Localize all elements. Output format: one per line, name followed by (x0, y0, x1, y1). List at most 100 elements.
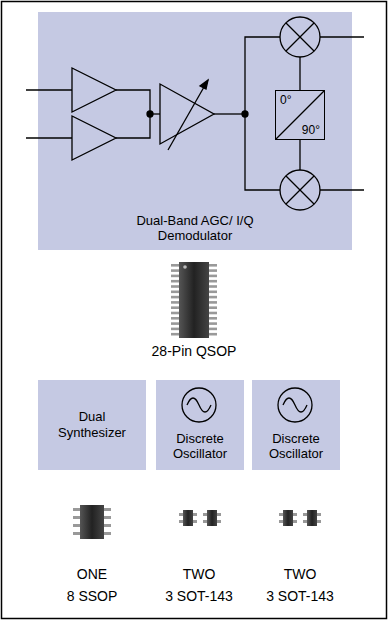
node-text: 0° (280, 93, 320, 107)
mixer-cross (286, 176, 314, 204)
chip-pin (171, 264, 179, 267)
chip-pin (171, 291, 179, 294)
node-text: Dual-Band AGC/ I/Q Demodulator (135, 213, 255, 244)
ssop-chip (73, 505, 111, 539)
chip-body (183, 510, 193, 526)
quantity-label: ONE (77, 566, 107, 583)
chip-pin (104, 516, 111, 519)
chip-pin (203, 513, 207, 516)
oscillator-box: Discrete Oscillator (156, 380, 244, 470)
chip-pin (171, 328, 179, 331)
quantity-label: TWO (284, 566, 317, 583)
quantity-label: TWO (183, 566, 216, 583)
amplifier-symbol (72, 68, 116, 112)
amplifier-symbol (72, 116, 116, 160)
sine-wave (283, 398, 307, 412)
chip-pin (303, 513, 307, 516)
mixer-cross (286, 176, 314, 204)
sot-chip (303, 510, 321, 526)
mixer-cross (286, 23, 314, 51)
chip-pin (171, 301, 179, 304)
chip-pin (171, 306, 179, 309)
chip-pin (171, 333, 179, 336)
chip-pin (217, 513, 221, 516)
package-label: 3 SOT-143 (165, 588, 233, 605)
chip-pin (209, 280, 217, 283)
chip-pin (209, 317, 217, 320)
mixer-symbol (280, 17, 320, 57)
oscillator-box: Discrete Oscillator (252, 380, 340, 470)
chip-pin (209, 306, 217, 309)
chip-pin (171, 269, 179, 272)
chip-pin (193, 513, 197, 516)
node-text: Discrete Oscillator (160, 431, 240, 462)
oscillator-symbol (278, 388, 312, 422)
chip-pin (104, 532, 111, 535)
synthesizer-box: Dual Synthesizer (38, 380, 146, 470)
chip-pin (203, 520, 207, 523)
chip-pin (209, 296, 217, 299)
chip-pin (179, 520, 183, 523)
chip-pin (279, 513, 283, 516)
oscillator-symbol (182, 388, 216, 422)
chip-pin (171, 280, 179, 283)
node-text: 90° (280, 123, 320, 137)
chip-body (307, 510, 317, 526)
chip-pin (209, 264, 217, 267)
wire (150, 113, 160, 114)
chip-pin (73, 524, 80, 527)
sot-chip (203, 510, 221, 526)
chip-body (80, 505, 104, 539)
chip-pin (293, 513, 297, 516)
arrow-head (200, 80, 208, 89)
phase-divider (276, 91, 324, 139)
chip-pin (171, 296, 179, 299)
package-label: 8 SSOP (67, 588, 118, 605)
chip-pin (171, 275, 179, 278)
wire (299, 140, 300, 170)
chip-pin (171, 322, 179, 325)
wire (245, 114, 280, 190)
output-wire (320, 189, 364, 190)
pin1-dot (183, 265, 187, 269)
chip-pin (171, 317, 179, 320)
chip-pin (209, 322, 217, 325)
chip-pin (209, 333, 217, 336)
wire (116, 90, 150, 138)
wire (299, 57, 300, 90)
chip-pin (317, 520, 321, 523)
chip-pin (73, 516, 80, 519)
chip-pin (209, 285, 217, 288)
node-text: Dual Synthesizer (50, 409, 134, 440)
chip-body (179, 262, 209, 338)
mixer-cross (286, 23, 314, 51)
chip-pin (209, 291, 217, 294)
chip-pin (209, 301, 217, 304)
chip-pin (179, 513, 183, 516)
mixer-symbol (280, 170, 320, 210)
junction-dot (147, 111, 153, 117)
chip-pin (171, 312, 179, 315)
variable-arrow (168, 80, 208, 150)
sot-chips (179, 510, 321, 526)
input-wire (26, 89, 72, 90)
chip-pin (193, 520, 197, 523)
sot-chip (279, 510, 297, 526)
chip-pin (104, 508, 111, 511)
demodulator-circuit (26, 17, 364, 210)
chip-pin (293, 520, 297, 523)
chip-pin (317, 513, 321, 516)
chip-pin (209, 312, 217, 315)
oscillator-symbols (182, 388, 312, 422)
chip-pin (209, 328, 217, 331)
chip-pin (217, 520, 221, 523)
chip-pin (171, 285, 179, 288)
package-label: 3 SOT-143 (266, 588, 334, 605)
output-wire (320, 36, 364, 37)
chip-body (207, 510, 217, 526)
qsop-chip (171, 262, 217, 338)
sot-chip (179, 510, 197, 526)
chip-pin (73, 532, 80, 535)
